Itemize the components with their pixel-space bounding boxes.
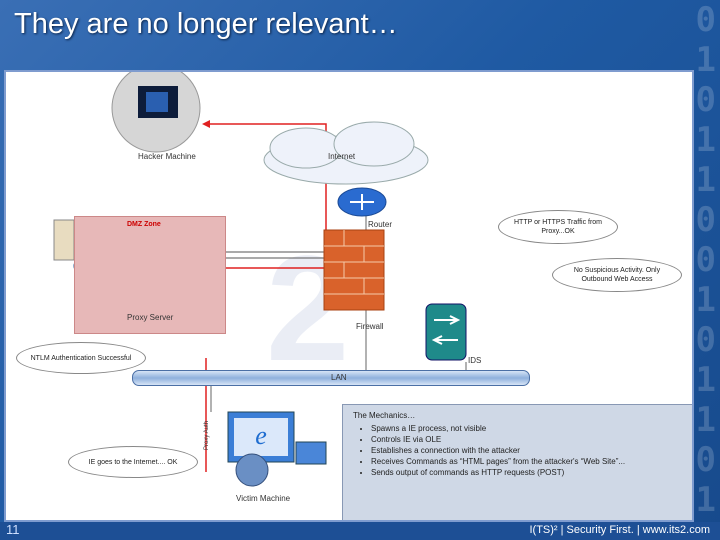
mechanics-list: Spawns a IE process, not visible Control… bbox=[361, 424, 685, 477]
slide-number: 11 bbox=[6, 522, 20, 537]
mechanics-item: Spawns a IE process, not visible bbox=[371, 424, 685, 433]
proxy-auth-label: Proxy Auth bbox=[204, 420, 210, 450]
callout-ntlm: NTLM Authentication Successful bbox=[16, 342, 146, 374]
slide-title: They are no longer relevant… bbox=[14, 8, 398, 40]
footer-bar bbox=[0, 522, 720, 540]
callout-http-proxy: HTTP or HTTPS Traffic from Proxy...OK bbox=[498, 210, 618, 244]
svg-text:e: e bbox=[255, 421, 267, 450]
proxy-server-label: Proxy Server bbox=[127, 313, 174, 322]
internet-label: Internet bbox=[328, 152, 356, 161]
mechanics-heading: The Mechanics… bbox=[353, 411, 416, 420]
dmz-zone-label: DMZ Zone bbox=[127, 221, 161, 228]
mechanics-box: The Mechanics… Spawns a IE process, not … bbox=[342, 404, 692, 520]
mechanics-item: Receives Commands as “HTML pages” from t… bbox=[371, 457, 685, 466]
dmz-zone: DMZ Zone Proxy Server bbox=[74, 216, 226, 334]
victim-machine-label: Victim Machine bbox=[236, 494, 291, 503]
ids-label: IDS bbox=[468, 356, 482, 365]
diagram-frame: 2 bbox=[4, 70, 694, 522]
hacker-machine-label: Hacker Machine bbox=[138, 152, 196, 161]
footer-text: I(TS)² | Security First. | www.its2.com bbox=[529, 524, 710, 536]
lan-label: LAN bbox=[331, 373, 347, 382]
callout-ie-internet: IE goes to the Internet.... OK bbox=[68, 446, 198, 478]
callout-no-suspicious: No Suspicious Activity. Only Outbound We… bbox=[552, 258, 682, 292]
firewall-label: Firewall bbox=[356, 322, 384, 331]
lan-bus: LAN bbox=[132, 370, 530, 386]
mechanics-item: Sends output of commands as HTTP request… bbox=[371, 468, 685, 477]
mechanics-item: Controls IE via OLE bbox=[371, 435, 685, 444]
mechanics-item: Establishes a connection with the attack… bbox=[371, 446, 685, 455]
router-label: Router bbox=[368, 220, 393, 229]
